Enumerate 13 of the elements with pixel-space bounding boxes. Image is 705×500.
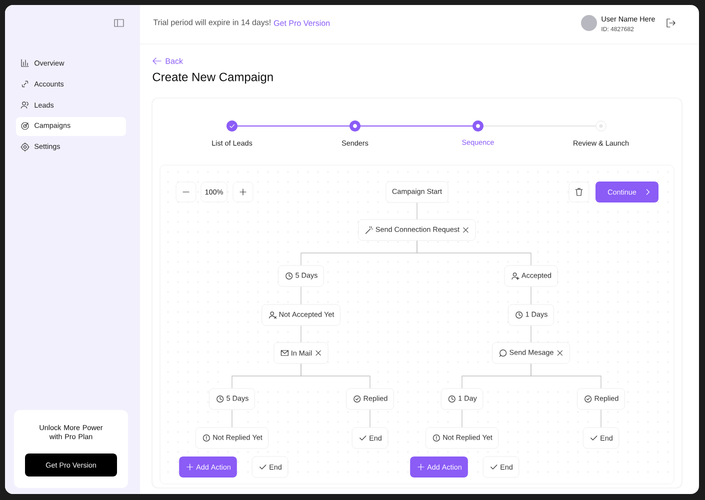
upgrade-link: Get Pro Version <box>274 20 330 26</box>
connector-line <box>300 325 302 343</box>
page-title: Create New Campaign <box>152 72 273 84</box>
connector-line <box>530 286 532 305</box>
trial-notice: Trial period will expire in 14 days! <box>153 19 270 27</box>
connector-line <box>300 363 370 389</box>
connector-line <box>600 409 602 428</box>
back-link: Back <box>166 58 183 64</box>
connector-line <box>416 240 532 266</box>
connector-line <box>530 363 602 389</box>
connector-line <box>530 325 532 343</box>
connector-line <box>300 286 302 305</box>
connector-line <box>416 202 418 220</box>
